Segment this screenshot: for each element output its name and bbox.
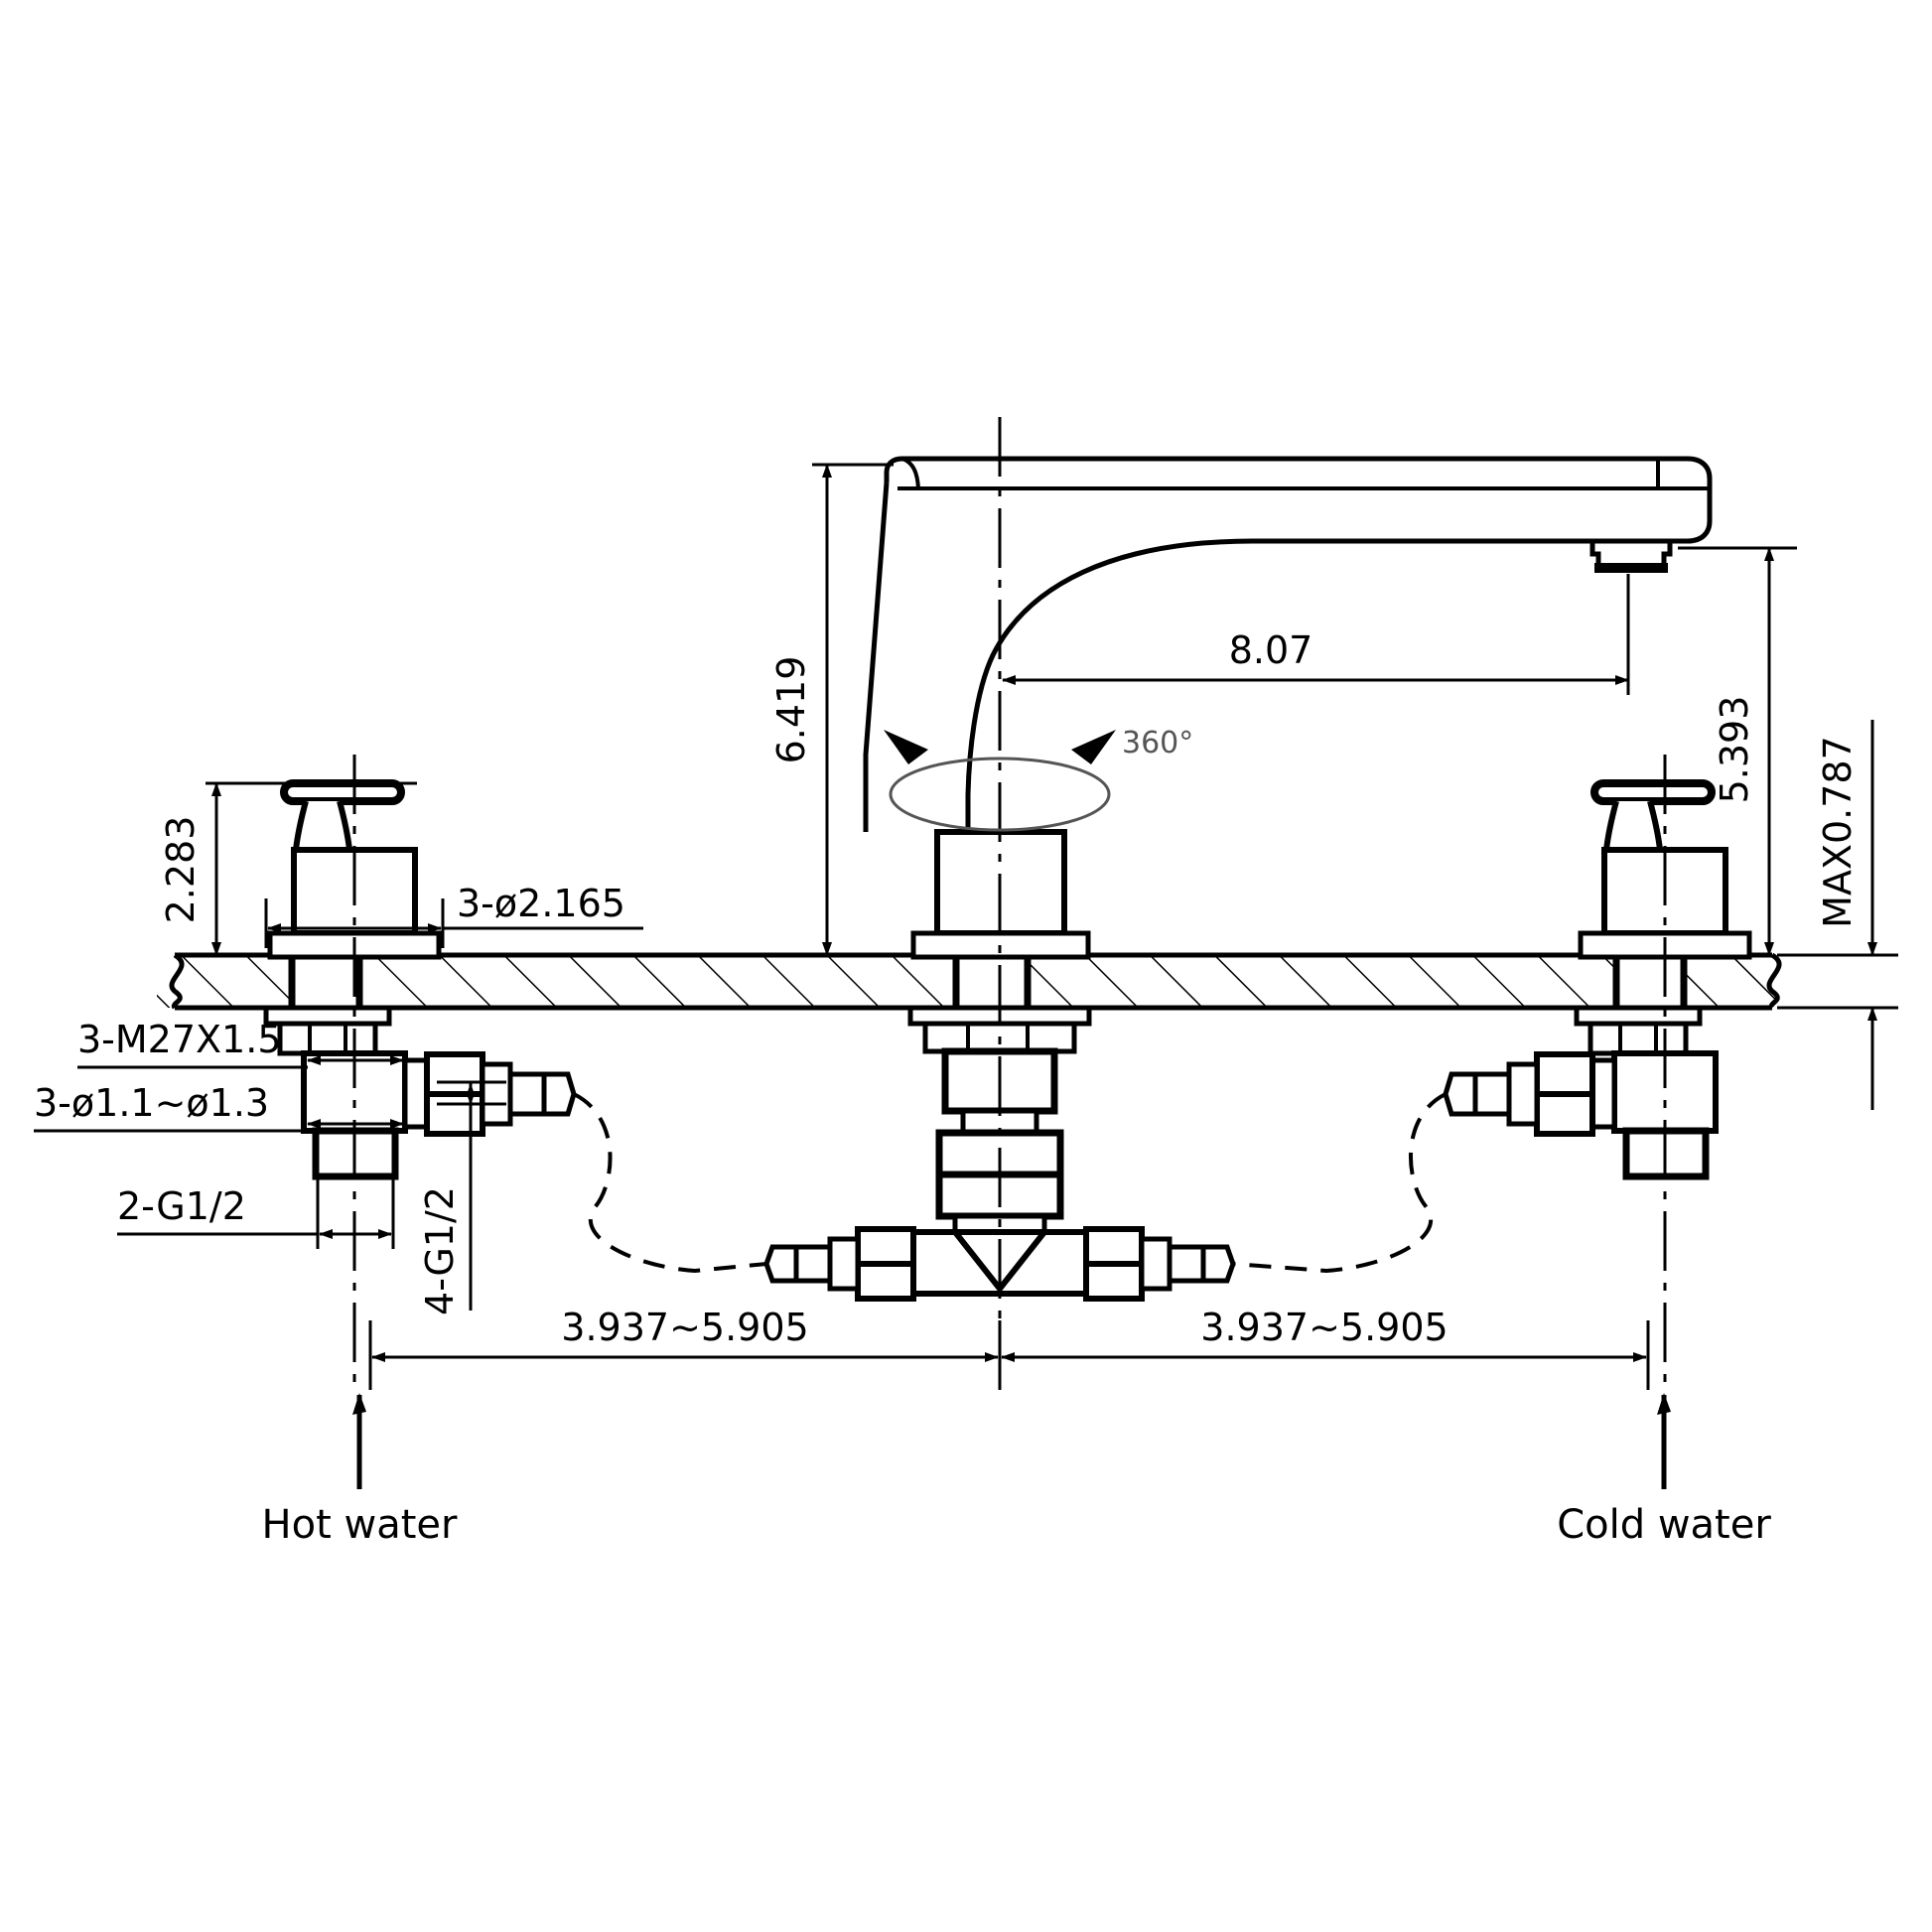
dim-deck-thickness-label: MAX0.787	[1816, 736, 1860, 928]
dim-spout-reach: 8.07	[1002, 574, 1630, 695]
left-handle-assembly	[263, 755, 577, 1385]
dim-spread-right: 3.937~5.905	[1001, 1306, 1650, 1390]
right-hose-coupling	[1443, 1051, 1595, 1137]
dim-escutcheon-diameter: 3-ø2.165	[264, 882, 643, 948]
dim-outlet-height-label: 5.393	[1713, 696, 1756, 804]
hose-right	[1232, 1092, 1447, 1274]
hose-left	[573, 1092, 767, 1274]
callout-hole-diameter: 3-ø1.1~ø1.3	[34, 1081, 404, 1133]
callout-hose-thread-label: 4-G1/2	[418, 1186, 462, 1315]
dim-deck-thickness: MAX0.787	[1777, 720, 1898, 1110]
deck-hole-center	[956, 953, 1028, 1010]
dim-spout-height: 6.419	[769, 463, 894, 956]
callout-valve-outlet-thread-label: 2-G1/2	[117, 1184, 246, 1228]
dim-escutcheon-diameter-label: 3-ø2.165	[457, 882, 625, 925]
dim-spread-left-label: 3.937~5.905	[561, 1306, 808, 1349]
deck-hole-left	[292, 953, 359, 1010]
callout-shank-thread: 3-M27X1.5	[77, 1018, 404, 1069]
hot-water-indicator: Hot water	[262, 1393, 458, 1548]
dim-spout-height-label: 6.419	[769, 656, 813, 764]
left-handle-lever	[280, 779, 405, 805]
callout-valve-outlet-thread: 2-G1/2	[117, 1176, 395, 1249]
swivel-angle-label: 360°	[1122, 726, 1193, 760]
callout-hole-diameter-label: 3-ø1.1~ø1.3	[34, 1081, 269, 1125]
dim-spread-right-label: 3.937~5.905	[1200, 1306, 1448, 1349]
dim-outlet-height: 5.393	[1678, 546, 1797, 956]
hot-water-label: Hot water	[262, 1502, 458, 1548]
deck-countertop-section	[157, 952, 1782, 1011]
right-handle-stem	[1602, 800, 1664, 853]
dim-handle-height: 2.283	[159, 781, 417, 957]
right-handle-assembly	[1443, 755, 1752, 1385]
dim-handle-height-label: 2.283	[159, 816, 203, 924]
tee-left-coupling	[763, 1226, 916, 1302]
callout-shank-thread-label: 3-M27X1.5	[77, 1018, 282, 1061]
callout-hose-thread: 4-G1/2	[418, 1080, 506, 1315]
tee-right-coupling	[1083, 1226, 1236, 1302]
left-handle-stem	[292, 800, 353, 853]
dim-spread-left: 3.937~5.905	[368, 1306, 1002, 1390]
swivel-annotation: 360°	[884, 726, 1193, 832]
right-handle-lever	[1590, 779, 1716, 805]
cold-water-label: Cold water	[1557, 1502, 1771, 1548]
cold-water-indicator: Cold water	[1557, 1393, 1771, 1548]
dim-spout-reach-label: 8.07	[1229, 628, 1313, 672]
spout-outlet	[1589, 541, 1673, 573]
left-hose-coupling	[424, 1051, 577, 1137]
deck-hole-right	[1616, 953, 1684, 1010]
